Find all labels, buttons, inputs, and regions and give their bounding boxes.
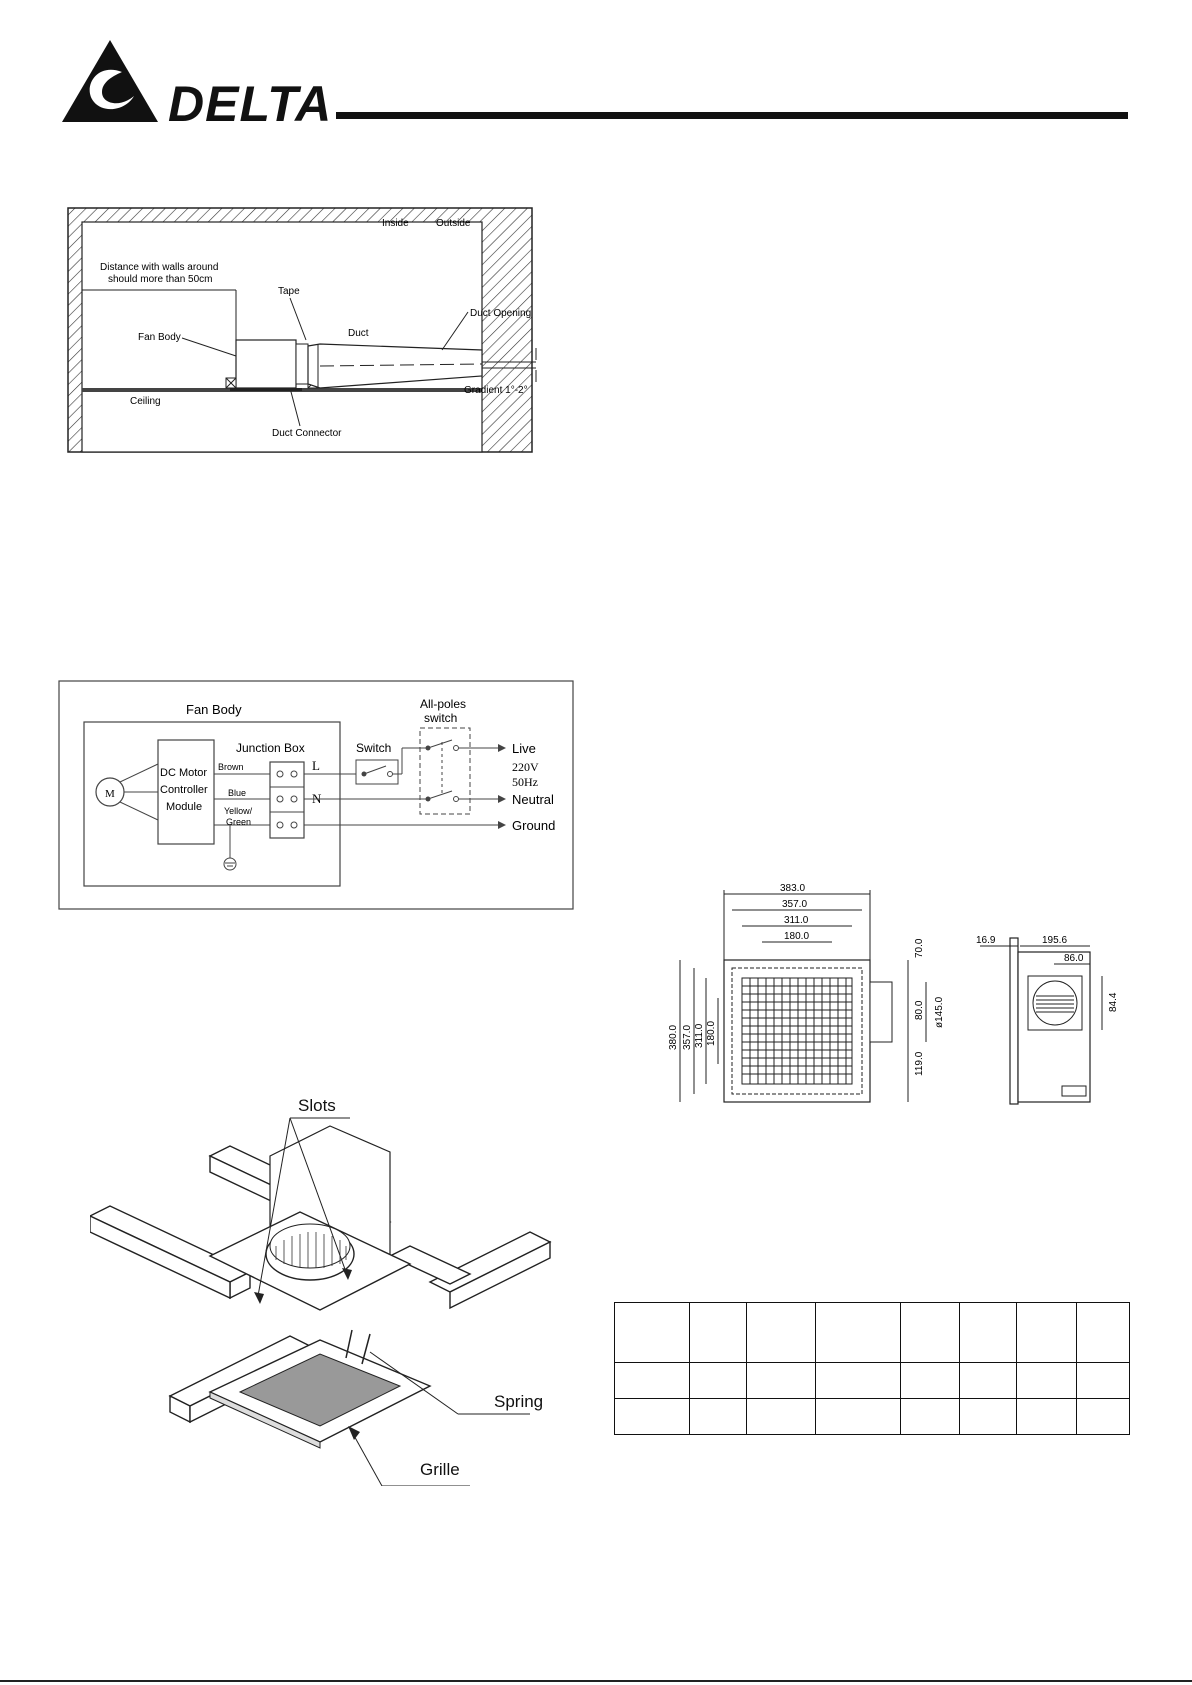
table-row — [613, 1362, 1130, 1399]
label-spring: Spring — [494, 1392, 544, 1411]
dim-84-4: 84.4 — [1108, 992, 1119, 1012]
label-yellow-1: Yellow/ — [224, 806, 253, 816]
dim-180v: 180.0 — [706, 1021, 717, 1046]
label-ground: Ground — [512, 818, 555, 833]
spec-table — [613, 1302, 1130, 1435]
label-tape: Tape — [278, 286, 300, 297]
label-yellow-2: Green — [226, 817, 251, 827]
label-outside: Outside — [436, 218, 471, 229]
dimension-drawing: 383.0 357.0 311.0 180.0 380.0 357.0 311.… — [650, 880, 1150, 1120]
dim-119: 119.0 — [914, 1051, 925, 1076]
dim-180: 180.0 — [784, 931, 809, 942]
delta-logo: DELTA — [62, 40, 1128, 132]
label-frequency: 50Hz — [512, 775, 538, 789]
label-voltage: 220V — [512, 760, 539, 774]
motor-symbol: M — [105, 788, 115, 800]
table-row — [613, 1302, 1130, 1363]
label-distance-2: should more than 50cm — [108, 274, 213, 285]
dim-145: ø145.0 — [934, 996, 945, 1028]
label-dc-1: DC Motor — [160, 767, 207, 779]
label-L: L — [312, 758, 320, 773]
label-neutral: Neutral — [512, 792, 554, 807]
label-gradient: Gradient 1°-2° — [464, 385, 528, 396]
dim-80: 80.0 — [914, 1000, 925, 1020]
header: DELTA — [0, 0, 1192, 140]
label-grille: Grille — [420, 1460, 460, 1479]
label-switch: Switch — [356, 741, 391, 755]
grille-diagram: Slots Spring Grille — [88, 1096, 570, 1487]
label-duct: Duct — [348, 328, 369, 339]
dim-357: 357.0 — [782, 899, 807, 910]
label-dc-2: Controller — [160, 784, 208, 796]
installation-diagram: Inside Outside Distance with walls aroun… — [60, 200, 580, 460]
label-dc-3: Module — [166, 801, 202, 813]
label-ceiling: Ceiling — [130, 396, 161, 407]
table-row — [613, 1398, 1130, 1435]
dim-70: 70.0 — [914, 938, 925, 958]
label-duct-opening: Duct Opening — [470, 308, 531, 319]
label-all-poles-1: All-poles — [420, 697, 466, 711]
label-brown: Brown — [218, 762, 244, 772]
brand-name: DELTA — [168, 76, 332, 132]
label-fan-body: Fan Body — [186, 702, 242, 717]
dim-380: 380.0 — [668, 1025, 679, 1050]
label-blue: Blue — [228, 788, 246, 798]
dim-16-9: 16.9 — [976, 935, 996, 946]
dim-311: 311.0 — [784, 915, 809, 926]
label-live: Live — [512, 741, 536, 756]
label-inside: Inside — [382, 218, 409, 229]
label-junction-box: Junction Box — [236, 741, 305, 755]
dim-311v: 311.0 — [694, 1023, 705, 1048]
label-fan-body: Fan Body — [138, 332, 181, 343]
label-slots: Slots — [298, 1096, 336, 1115]
dim-195-6: 195.6 — [1042, 935, 1067, 946]
dim-383: 383.0 — [780, 883, 805, 894]
dim-357v: 357.0 — [682, 1025, 693, 1050]
label-distance-1: Distance with walls around — [100, 262, 218, 273]
wiring-diagram: Fan Body All-poles switch M DC Motor Con… — [58, 680, 578, 912]
dim-86: 86.0 — [1064, 953, 1084, 964]
label-duct-connector: Duct Connector — [272, 428, 342, 439]
label-all-poles-2: switch — [424, 711, 457, 725]
footer-rule — [0, 1680, 1192, 1682]
